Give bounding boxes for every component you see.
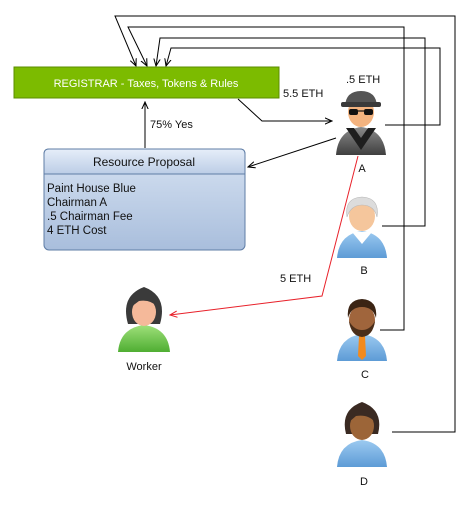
actor-c-label: C [361, 369, 369, 381]
proposal-title: Resource Proposal [93, 155, 195, 169]
registrar-label: REGISTRAR - Taxes, Tokens & Rules [54, 78, 239, 90]
proposal-line-4: 4 ETH Cost [47, 225, 107, 237]
proposal-line-3: .5 Chairman Fee [47, 211, 133, 223]
proposal-line-2: Chairman A [47, 197, 107, 209]
actor-d-label: D [360, 476, 368, 488]
resource-proposal-box: Resource Proposal Paint House Blue Chair… [43, 148, 246, 251]
edge-label-vote: 75% Yes [150, 119, 193, 131]
actor-d-person-icon [337, 402, 387, 467]
proposal-line-1: Paint House Blue [47, 183, 136, 195]
actor-b-label: B [360, 265, 367, 277]
edge-b-to-registrar [156, 37, 426, 227]
edge-label-a-to-worker: 5 ETH [280, 273, 311, 285]
edge-a-to-registrar [166, 47, 441, 126]
worker-label: Worker [126, 361, 162, 373]
edge-registrar-to-a [237, 98, 332, 121]
registrar-box: REGISTRAR - Taxes, Tokens & Rules [13, 66, 280, 99]
edge-label-fee: .5 ETH [346, 74, 380, 86]
actor-a-label: A [358, 163, 366, 175]
edge-c-to-registrar [127, 26, 405, 331]
actor-a-spy-icon [336, 91, 386, 155]
actor-c-person-icon [337, 299, 387, 361]
edge-a-to-worker [170, 155, 359, 315]
actor-b-person-icon [337, 196, 387, 258]
edge-label-registrar-to-a: 5.5 ETH [283, 88, 323, 100]
worker-person-icon [118, 287, 170, 352]
edge-d-to-registrar [114, 15, 456, 433]
edge-a-to-proposal [248, 137, 337, 167]
